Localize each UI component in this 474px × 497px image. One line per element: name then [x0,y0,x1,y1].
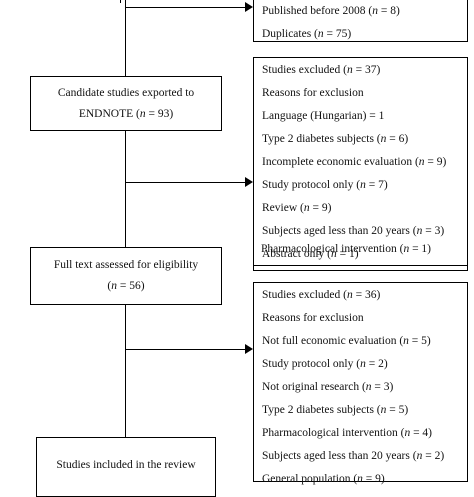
exclusion-item: Type 2 diabetes subjects (n = 6) [262,133,409,145]
exclusion-item: Review (n = 9) [262,202,332,214]
candidate-studies-box: Candidate studies exported to ENDNOTE (n… [30,76,222,131]
main-vertical-line [125,0,126,474]
exclusion-item: Type 2 diabetes subjects (n = 5) [262,404,409,416]
exclusion-item: Reasons for exclusion [262,312,364,324]
exclusions-box-2: Studies excluded (n = 36) Reasons for ex… [253,282,468,485]
included-line-1: Studies included in the review [56,459,196,471]
fulltext-line-2: (n = 56) [107,280,145,292]
candidate-line-2: ENDNOTE (n = 93) [78,108,174,120]
exclusion-item: Pharmacological intervention (n = 1) [261,243,432,255]
exclusion-item: General population (n = 9) [262,473,385,485]
exclusion-item: Subjects aged less than 20 years (n = 2) [262,450,445,462]
top-box-edge [120,0,121,3]
exclusion-item: Study protocol only (n = 2) [262,358,388,370]
exclusion-item: Not full economic evaluation (n = 5) [262,335,431,347]
connector-exclusions-2 [125,349,245,350]
full-text-box: Full text assessed for eligibility (n = … [30,247,222,305]
exclusion-item: Studies excluded (n = 36) [262,289,381,301]
exclusion-item: Incomplete economic evaluation (n = 9) [262,156,447,168]
exclusion-item: Studies excluded (n = 37) [262,64,381,76]
arrowhead-exclusions-2 [245,344,253,354]
exclusion-item: Language (Hungarian) = 1 [262,110,385,122]
arrowhead-top [245,2,253,12]
connector-exclusions-1 [125,182,245,183]
included-studies-box: Studies included in the review [36,437,216,497]
exclusion-item: Reasons for exclusion [262,87,364,99]
exclusion-item: Not original research (n = 3) [262,381,394,393]
exclusion-item: Pharmacological intervention (n = 4) [262,427,433,439]
candidate-line-1: Candidate studies exported to [57,87,195,99]
top-exclusion-box: Published before 2008 (n = 8) Duplicates… [253,0,468,42]
connector-top [125,7,245,8]
top-exclusion-item: Published before 2008 (n = 8) [262,5,400,17]
exclusion-item: Study protocol only (n = 7) [262,179,388,191]
arrowhead-exclusions-1 [245,177,253,187]
exclusion-item: Abstract only (n = 1) [262,248,359,260]
exclusions-box-1: Studies excluded (n = 37) Reasons for ex… [253,57,468,266]
exclusion-item: Subjects aged less than 20 years (n = 3) [262,225,445,237]
top-exclusion-item: Duplicates (n = 75) [262,28,352,40]
exclusions-box-1-tail [253,57,468,271]
fulltext-line-1: Full text assessed for eligibility [53,259,199,271]
